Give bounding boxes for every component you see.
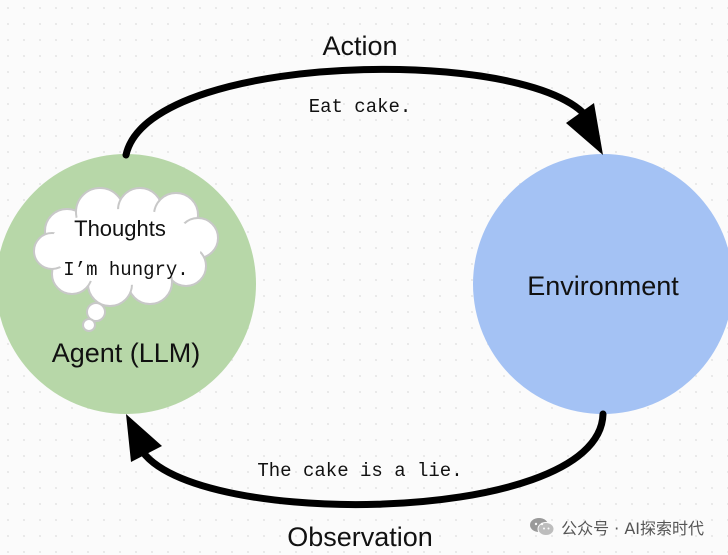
action-content: Eat cake. bbox=[309, 96, 412, 118]
observation-arrowhead bbox=[126, 414, 162, 462]
observation-arrow bbox=[133, 410, 607, 509]
observation-label: Observation bbox=[287, 522, 433, 552]
action-label: Action bbox=[322, 31, 397, 61]
environment-circle bbox=[473, 154, 728, 414]
environment-label: Environment bbox=[527, 271, 679, 301]
thoughts-content: I’m hungry. bbox=[63, 259, 188, 281]
watermark-text: 公众号 · AI探索时代 bbox=[561, 519, 704, 538]
action-arrowhead bbox=[566, 103, 603, 155]
wechat-icon bbox=[530, 518, 555, 536]
thoughts-title: Thoughts bbox=[74, 216, 166, 241]
action-arrow bbox=[122, 65, 598, 159]
thought-cloud bbox=[33, 187, 219, 332]
watermark: 公众号 · AI探索时代 bbox=[529, 515, 704, 539]
agent-label: Agent (LLM) bbox=[52, 338, 201, 368]
observation-content: The cake is a lie. bbox=[257, 460, 462, 482]
